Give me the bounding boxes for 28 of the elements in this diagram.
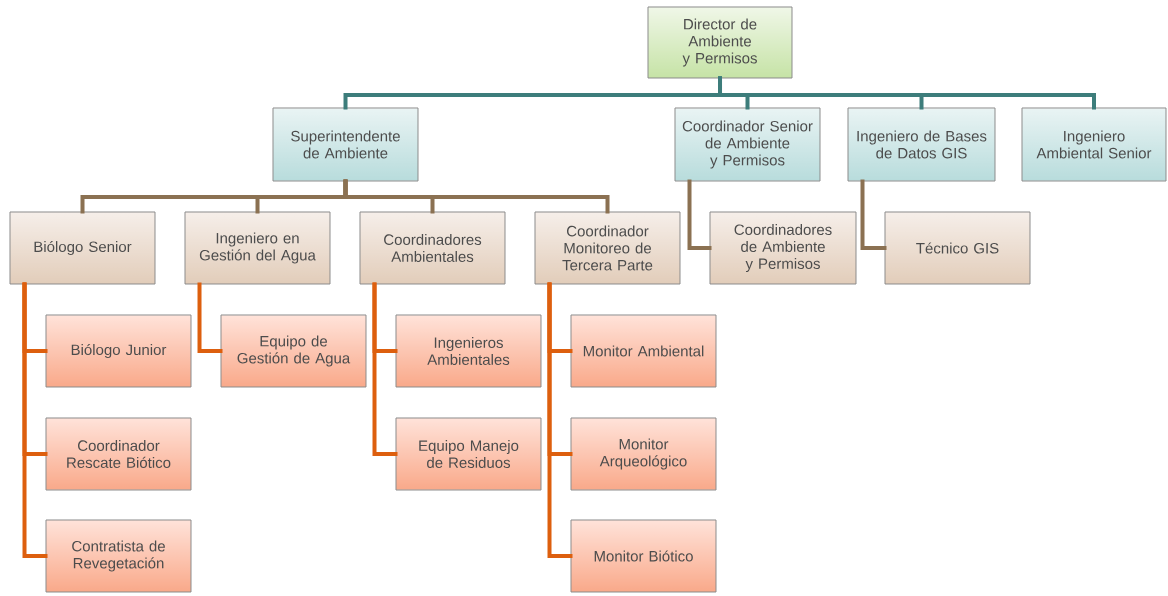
role-box: Coordinadores de Ambiente y Permisos bbox=[709, 211, 857, 285]
role-box: Monitor Ambiental bbox=[570, 314, 717, 388]
connector-line bbox=[687, 179, 712, 250]
role-box: Coordinador Senior de Ambiente y Permisos bbox=[674, 107, 821, 182]
role-box: Coordinadores Ambientales bbox=[359, 211, 506, 285]
role-box: Técnico GIS bbox=[884, 211, 1031, 285]
role-box: Equipo Manejo de Residuos bbox=[395, 417, 542, 491]
connector-line bbox=[22, 282, 48, 558]
connector-line bbox=[860, 179, 887, 250]
role-box: Biólogo Senior bbox=[9, 211, 156, 285]
role-box: Contratista de Revegetación bbox=[45, 519, 192, 593]
role-box: Coordinador Monitoreo de Tercera Parte bbox=[534, 211, 681, 285]
role-box: Director de Ambiente y Permisos bbox=[647, 6, 793, 79]
role-box: Monitor Biótico bbox=[570, 519, 717, 593]
role-box: Ingeniero Ambiental Senior bbox=[1021, 107, 1167, 182]
connector-line bbox=[197, 282, 223, 353]
role-box: Ingeniero de Bases de Datos GIS bbox=[847, 107, 996, 182]
role-box: Coordinador Rescate Biótico bbox=[45, 417, 192, 491]
role-box: Superintendente de Ambiente bbox=[272, 107, 419, 182]
connector-line bbox=[372, 282, 398, 456]
connector-line bbox=[718, 76, 1096, 110]
connector-line bbox=[343, 179, 610, 214]
role-box: Biólogo Junior bbox=[45, 314, 192, 388]
role-box: Equipo de Gestión de Agua bbox=[220, 314, 367, 388]
role-box: Ingeniero en Gestión del Agua bbox=[184, 211, 331, 285]
role-box: Ingenieros Ambientales bbox=[395, 314, 542, 388]
role-box: Monitor Arqueológico bbox=[570, 417, 717, 491]
connector-line bbox=[547, 282, 573, 558]
